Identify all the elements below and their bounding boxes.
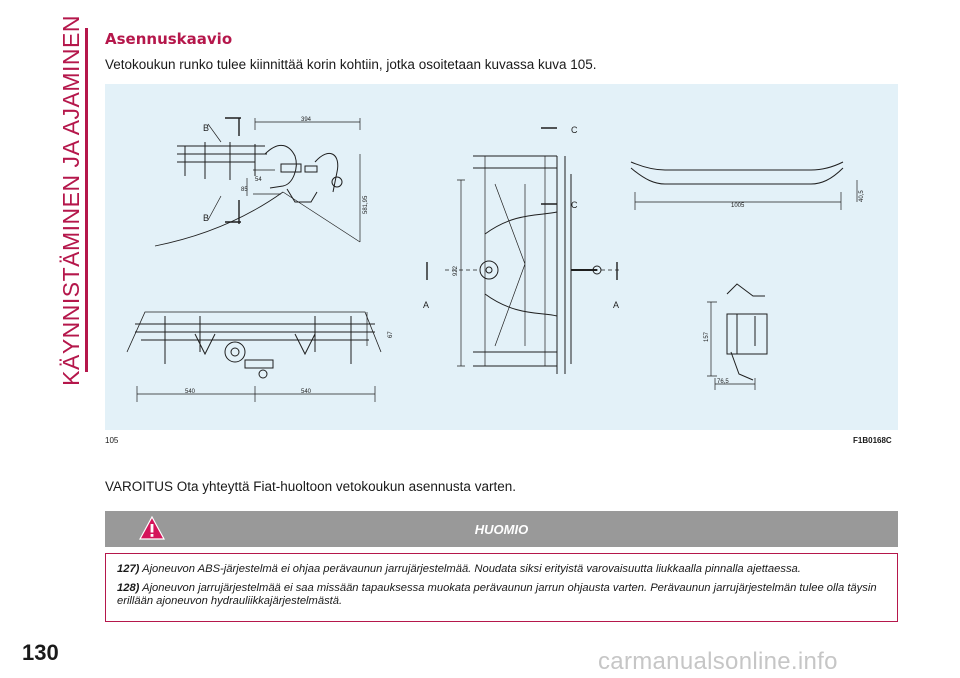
note-item-text: Ajoneuvon jarrujärjestelmää ei saa missä… — [117, 582, 877, 607]
dim-394: 394 — [301, 117, 312, 123]
installation-diagram: B B C C A A 394 54 85 581,95 67 540 540 … — [105, 84, 898, 430]
dim-157: 157 — [704, 331, 710, 342]
dim-922: 922 — [453, 265, 459, 276]
section-title: Asennuskaavio — [105, 30, 233, 48]
dim-540-left: 540 — [185, 389, 196, 395]
chapter-side-tab: KÄYNNISTÄMINEN JA AJAMINEN — [58, 15, 84, 386]
note-item-text: Ajoneuvon ABS-järjestelmä ei ohjaa peräv… — [142, 563, 801, 575]
chapter-title: KÄYNNISTÄMINEN JA AJAMINEN — [57, 14, 84, 386]
note-header: HUOMIO — [105, 511, 898, 547]
label-b-top: B — [203, 123, 209, 133]
dim-76-5: 76,5 — [717, 379, 729, 385]
intro-paragraph: Vetokoukun runko tulee kiinnittää korin … — [105, 57, 597, 72]
rear-view-drawing — [126, 311, 382, 402]
dim-40-5: 40,5 — [859, 190, 865, 202]
dim-1005: 1005 — [731, 203, 745, 209]
label-a-left: A — [423, 300, 429, 310]
crossbar-drawing — [630, 161, 858, 210]
dim-540-right: 540 — [301, 389, 312, 395]
plan-view-drawing — [426, 127, 619, 374]
side-view-drawing — [154, 117, 361, 247]
figure-number: 105 — [105, 436, 119, 445]
dim-85: 85 — [241, 187, 248, 193]
warning-paragraph: VAROITUS Ota yhteyttä Fiat-huoltoon veto… — [105, 479, 516, 494]
figure-code: F1B0168C — [853, 436, 892, 445]
label-a-right: A — [613, 300, 619, 310]
note-item: 127) Ajoneuvon ABS-järjestelmä ei ohjaa … — [117, 563, 886, 576]
dim-581-95: 581,95 — [363, 195, 369, 214]
dim-67: 67 — [388, 331, 394, 338]
chapter-rule — [85, 28, 88, 372]
label-c-top: C — [571, 125, 578, 135]
bracket-detail-drawing — [707, 283, 768, 390]
note-item-number: 127) — [117, 563, 140, 575]
page-number: 130 — [22, 640, 59, 665]
note-item-number: 128) — [117, 582, 140, 594]
label-b-bottom: B — [203, 213, 209, 223]
note-item: 128) Ajoneuvon jarrujärjestelmää ei saa … — [117, 582, 886, 608]
dim-54: 54 — [255, 177, 262, 183]
note-body: 127) Ajoneuvon ABS-järjestelmä ei ohjaa … — [105, 553, 898, 622]
label-c-mid: C — [571, 200, 578, 210]
warning-triangle-icon — [139, 516, 165, 540]
watermark: carmanualsonline.info — [598, 648, 838, 675]
note-title: HUOMIO — [474, 521, 529, 537]
